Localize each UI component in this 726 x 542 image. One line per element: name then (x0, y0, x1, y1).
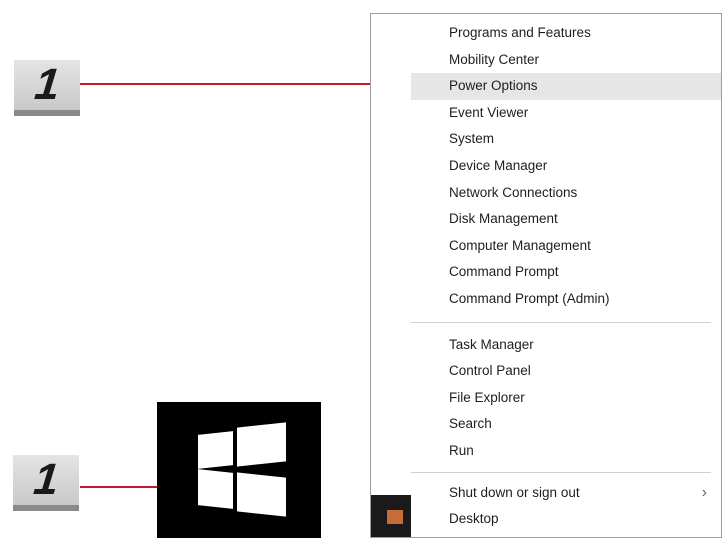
menu-item-power-options[interactable]: Power Options (411, 73, 721, 100)
menu-item-label: Task Manager (449, 336, 534, 352)
menu-item-control-panel[interactable]: Control Panel (411, 358, 721, 385)
menu-item-disk-management[interactable]: Disk Management (411, 206, 721, 233)
callout-line-bottom (80, 486, 188, 488)
menu-item-search[interactable]: Search (411, 411, 721, 438)
menu-item-label: Command Prompt (Admin) (449, 290, 610, 306)
step-number-top: 1 (32, 60, 62, 109)
menu-item-network-connections[interactable]: Network Connections (411, 180, 721, 207)
menu-item-file-explorer[interactable]: File Explorer (411, 385, 721, 412)
menu-item-run[interactable]: Run (411, 438, 721, 465)
menu-item-label: Run (449, 442, 474, 458)
menu-item-label: Network Connections (449, 184, 578, 200)
menu-item-label: Disk Management (449, 211, 558, 227)
step-number-bottom: 1 (31, 455, 61, 504)
menu-item-label: File Explorer (449, 389, 525, 405)
taskbar-corner (371, 495, 411, 537)
callout-line-top (80, 83, 432, 85)
start-thumbnail-icon[interactable] (387, 510, 403, 524)
menu-item-command-prompt[interactable]: Command Prompt (411, 259, 721, 286)
menu-separator (411, 471, 711, 473)
start-button[interactable] (157, 402, 321, 538)
menu-item-label: Shut down or sign out (449, 484, 580, 500)
menu-item-computer-management[interactable]: Computer Management (411, 233, 721, 260)
menu-item-label: Command Prompt (449, 264, 559, 280)
menu-item-system[interactable]: System (411, 126, 721, 153)
menu-item-task-manager[interactable]: Task Manager (411, 332, 721, 359)
step-badge-bottom: 1 (13, 455, 79, 511)
menu-item-label: Computer Management (449, 237, 591, 253)
menu-item-programs-and-features[interactable]: Programs and Features (411, 20, 721, 47)
menu-item-command-prompt-admin[interactable]: Command Prompt (Admin) (411, 286, 721, 313)
menu-separator (411, 321, 711, 323)
menu-item-label: Power Options (449, 78, 538, 94)
menu-item-device-manager[interactable]: Device Manager (411, 153, 721, 180)
menu-item-label: Mobility Center (449, 51, 540, 67)
step-badge-top: 1 (14, 60, 80, 116)
menu-item-label: System (449, 131, 495, 147)
menu-item-event-viewer[interactable]: Event Viewer (411, 100, 721, 127)
menu-item-label: Programs and Features (449, 25, 591, 40)
menu-item-desktop[interactable]: Desktop (411, 506, 721, 533)
menu-item-label: Search (449, 416, 492, 432)
menu-item-mobility-center[interactable]: Mobility Center (411, 47, 721, 74)
menu-item-label: Event Viewer (449, 104, 529, 120)
menu-item-label: Desktop (449, 511, 499, 527)
menu-item-shut-down-or-sign-out[interactable]: Shut down or sign out › (411, 480, 721, 507)
menu-item-label: Device Manager (449, 157, 548, 173)
menu-item-label: Control Panel (449, 363, 531, 379)
chevron-right-icon: › (701, 483, 707, 501)
